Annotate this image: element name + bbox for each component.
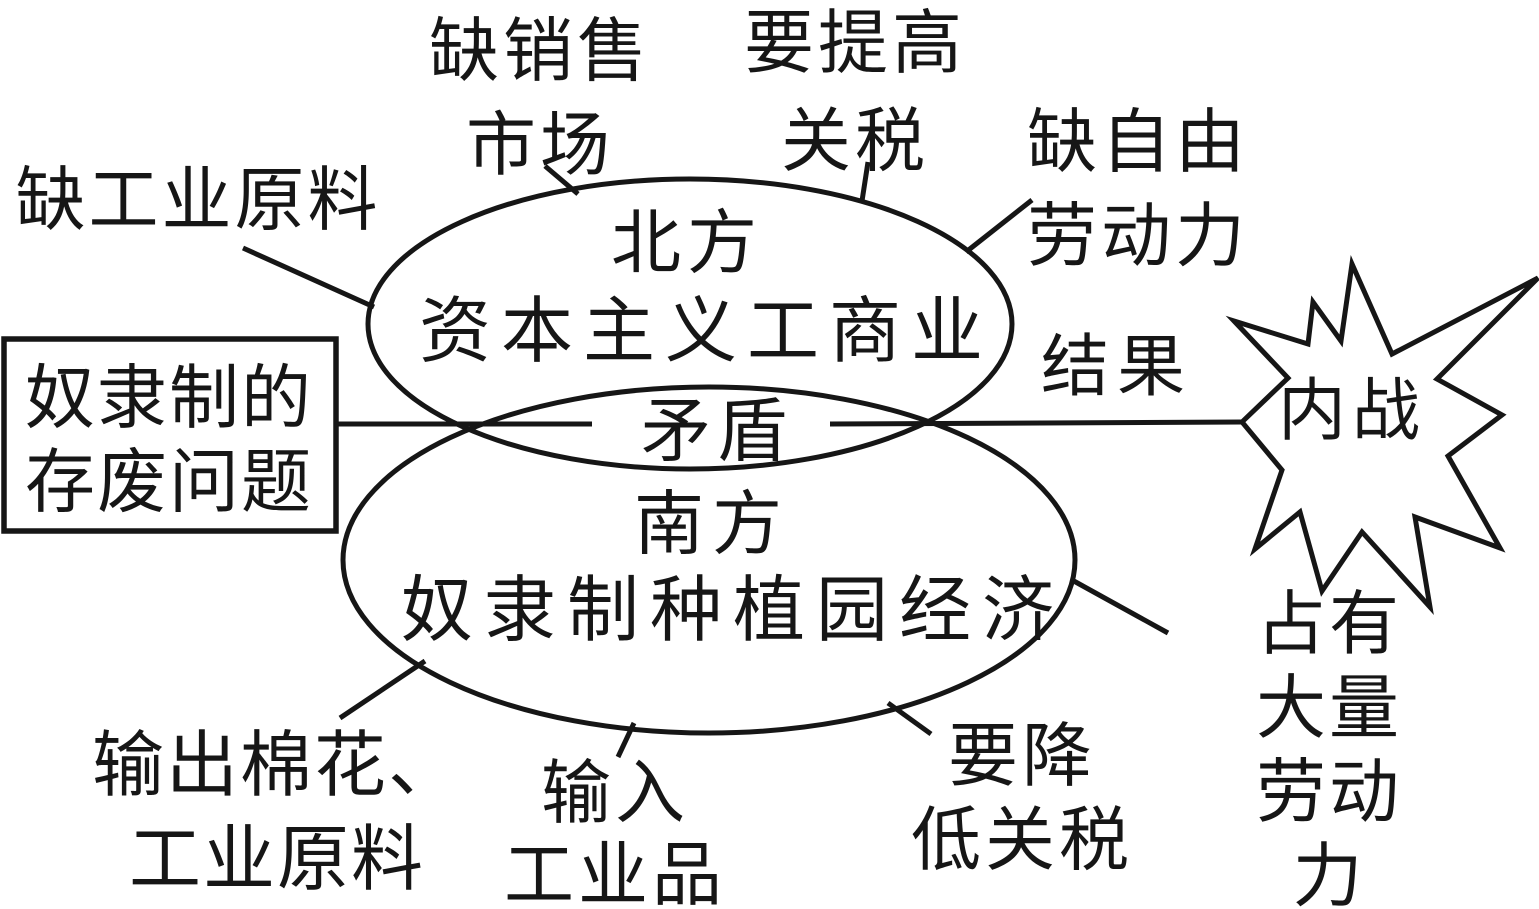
label-south-lower-tariffs: 要降 低关税 xyxy=(911,715,1133,881)
result-label: 结果 xyxy=(1040,328,1194,407)
label-north-free-labor: 缺自由 劳动力 xyxy=(1027,101,1249,277)
north-ellipse-subtitle: 资本主义工商业 xyxy=(418,289,994,373)
connector-lower-tariffs xyxy=(886,700,933,737)
north-ellipse xyxy=(365,176,1015,472)
conflict-label: 矛盾 xyxy=(641,390,793,472)
label-south-export-cotton: 输出棉花、 工业原料 xyxy=(91,723,463,901)
label-north-sales-market: 缺销售 市场 xyxy=(429,10,651,186)
south-ellipse-subtitle: 奴隶制种植园经济 xyxy=(400,568,1066,652)
connector-raise-tariffs xyxy=(859,161,871,202)
result-line-right xyxy=(829,419,1244,427)
connector-export-cotton xyxy=(338,658,427,721)
connector-industrial-materials xyxy=(241,245,376,310)
outcome-label: 内战 xyxy=(1277,372,1427,451)
issue-box-outline xyxy=(1,336,339,534)
civil-war-starburst xyxy=(1225,255,1539,615)
label-north-industrial-materials: 缺工业原料 xyxy=(15,159,381,241)
issue-box-label: 奴隶制的 存废问题 xyxy=(25,357,313,523)
south-ellipse xyxy=(340,384,1078,736)
connector-sales-market xyxy=(543,164,580,196)
connector-free-labor xyxy=(964,198,1034,254)
label-south-large-labor: 占有大量 劳动力 xyxy=(1256,583,1402,909)
south-ellipse-title: 南方 xyxy=(634,483,790,565)
north-ellipse-title: 北方 xyxy=(611,202,763,284)
label-south-import-goods: 输入 工业品 xyxy=(504,752,726,909)
label-north-raise-tariffs: 要提高 关税 xyxy=(744,2,966,182)
connector-large-labor xyxy=(1070,577,1170,636)
connector-import-goods xyxy=(615,721,637,759)
